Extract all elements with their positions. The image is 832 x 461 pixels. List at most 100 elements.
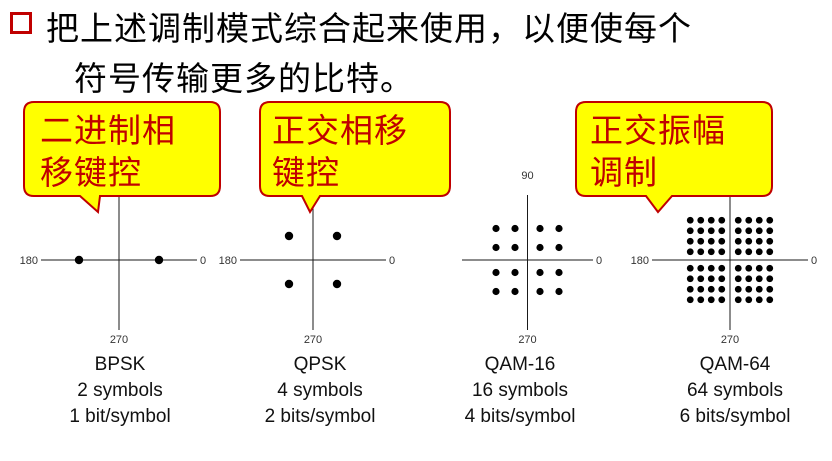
label-270: 270: [518, 334, 536, 346]
callout-qpsk-text: 正交相移 键控: [272, 111, 408, 192]
label-0: 0: [200, 255, 206, 267]
constellation-point: [766, 264, 774, 272]
constellation-point: [284, 231, 294, 241]
qam16-bits: 4 bits/symbol: [464, 406, 576, 427]
label-90: 90: [521, 170, 533, 182]
constellation-point: [755, 237, 763, 245]
bpsk-bits: 1 bit/symbol: [69, 406, 171, 427]
constellation-point: [697, 227, 705, 235]
constellation-point: [755, 275, 763, 283]
constellation-point: [511, 224, 519, 233]
constellation-point: [745, 216, 753, 224]
constellation-point: [511, 268, 519, 277]
constellation-point: [555, 287, 563, 296]
constellation-point: [734, 264, 742, 272]
constellation-point: [734, 275, 742, 283]
constellation-point: [707, 227, 715, 235]
bpsk-symbols: 2 symbols: [77, 380, 163, 401]
constellation-point: [734, 248, 742, 256]
constellation-point: [755, 248, 763, 256]
constellation-point: [745, 248, 753, 256]
bpsk-name: BPSK: [94, 354, 146, 375]
constellation-point: [492, 268, 500, 277]
qam16-symbols: 16 symbols: [471, 380, 569, 401]
qpsk-bits: 2 bits/symbol: [264, 406, 376, 427]
qpsk-symbols: 4 symbols: [277, 380, 363, 401]
constellation-point: [755, 285, 763, 293]
constellation-point: [755, 296, 763, 304]
constellation-point: [707, 285, 715, 293]
constellation-point: [697, 264, 705, 272]
label-0: 0: [389, 255, 395, 267]
constellation-point: [718, 275, 726, 283]
constellation-point: [755, 216, 763, 224]
constellation-point: [734, 237, 742, 245]
constellation-point: [734, 227, 742, 235]
constellation-point: [332, 231, 342, 241]
constellation-point: [511, 243, 519, 252]
constellation-point: [718, 285, 726, 293]
constellation-point: [718, 227, 726, 235]
constellation-point: [686, 227, 694, 235]
constellation-point: [697, 237, 705, 245]
constellation-point: [74, 255, 84, 265]
constellation-point: [707, 248, 715, 256]
label-180: 180: [631, 255, 649, 267]
constellation-point: [766, 237, 774, 245]
constellation-point: [697, 285, 705, 293]
constellation-point: [707, 264, 715, 272]
bullet-text-line-1: 把上述调制模式综合起来使用，以便使每个: [46, 9, 692, 48]
constellation-point: [755, 227, 763, 235]
constellation-point: [718, 237, 726, 245]
constellation-point: [536, 243, 544, 252]
constellation-point: [555, 268, 563, 277]
constellation-point: [745, 227, 753, 235]
constellation-point: [492, 224, 500, 233]
callout-qpsk: 正交相移 键控: [259, 100, 460, 215]
constellation-point: [745, 237, 753, 245]
constellation-point: [697, 216, 705, 224]
constellation-point: [707, 275, 715, 283]
label-270: 270: [721, 334, 739, 346]
callout-bpsk: 二进制相 移键控: [23, 100, 224, 215]
constellation-point: [766, 227, 774, 235]
constellation-point: [555, 243, 563, 252]
constellation-point: [697, 296, 705, 304]
constellation-point: [686, 264, 694, 272]
constellation-point: [766, 275, 774, 283]
constellation-point: [745, 285, 753, 293]
bullet-text-line-2: 符号传输更多的比特。: [74, 59, 414, 98]
constellation-point: [284, 279, 294, 289]
bullet-square-icon: [10, 12, 32, 34]
constellation-point: [718, 216, 726, 224]
constellation-point: [707, 237, 715, 245]
constellation-point: [511, 287, 519, 296]
constellation-point: [697, 275, 705, 283]
constellation-point: [686, 285, 694, 293]
qpsk-name: QPSK: [293, 354, 347, 375]
label-270: 270: [304, 334, 322, 346]
qam64-bits: 6 bits/symbol: [679, 406, 791, 427]
constellation-point: [492, 287, 500, 296]
constellation-point: [536, 287, 544, 296]
qam64-caption: QAM-64 64 symbols 6 bits/symbol: [650, 352, 820, 430]
constellation-point: [536, 224, 544, 233]
callout-qam-text: 正交振幅 调制: [590, 111, 726, 192]
label-0: 0: [596, 255, 602, 267]
constellation-point: [718, 264, 726, 272]
constellation-point: [766, 216, 774, 224]
qam16-name: QAM-16: [484, 354, 556, 375]
constellation-point: [745, 296, 753, 304]
constellation-point: [734, 296, 742, 304]
constellation-point: [766, 248, 774, 256]
constellation-point: [766, 296, 774, 304]
constellation-point: [492, 243, 500, 252]
constellation-point: [718, 248, 726, 256]
qam64-symbols: 64 symbols: [686, 380, 784, 401]
label-0: 0: [811, 255, 817, 267]
constellation-point: [536, 268, 544, 277]
constellation-point: [718, 296, 726, 304]
constellation-point: [686, 216, 694, 224]
constellation-point: [745, 264, 753, 272]
qam64-name: QAM-64: [699, 354, 771, 375]
